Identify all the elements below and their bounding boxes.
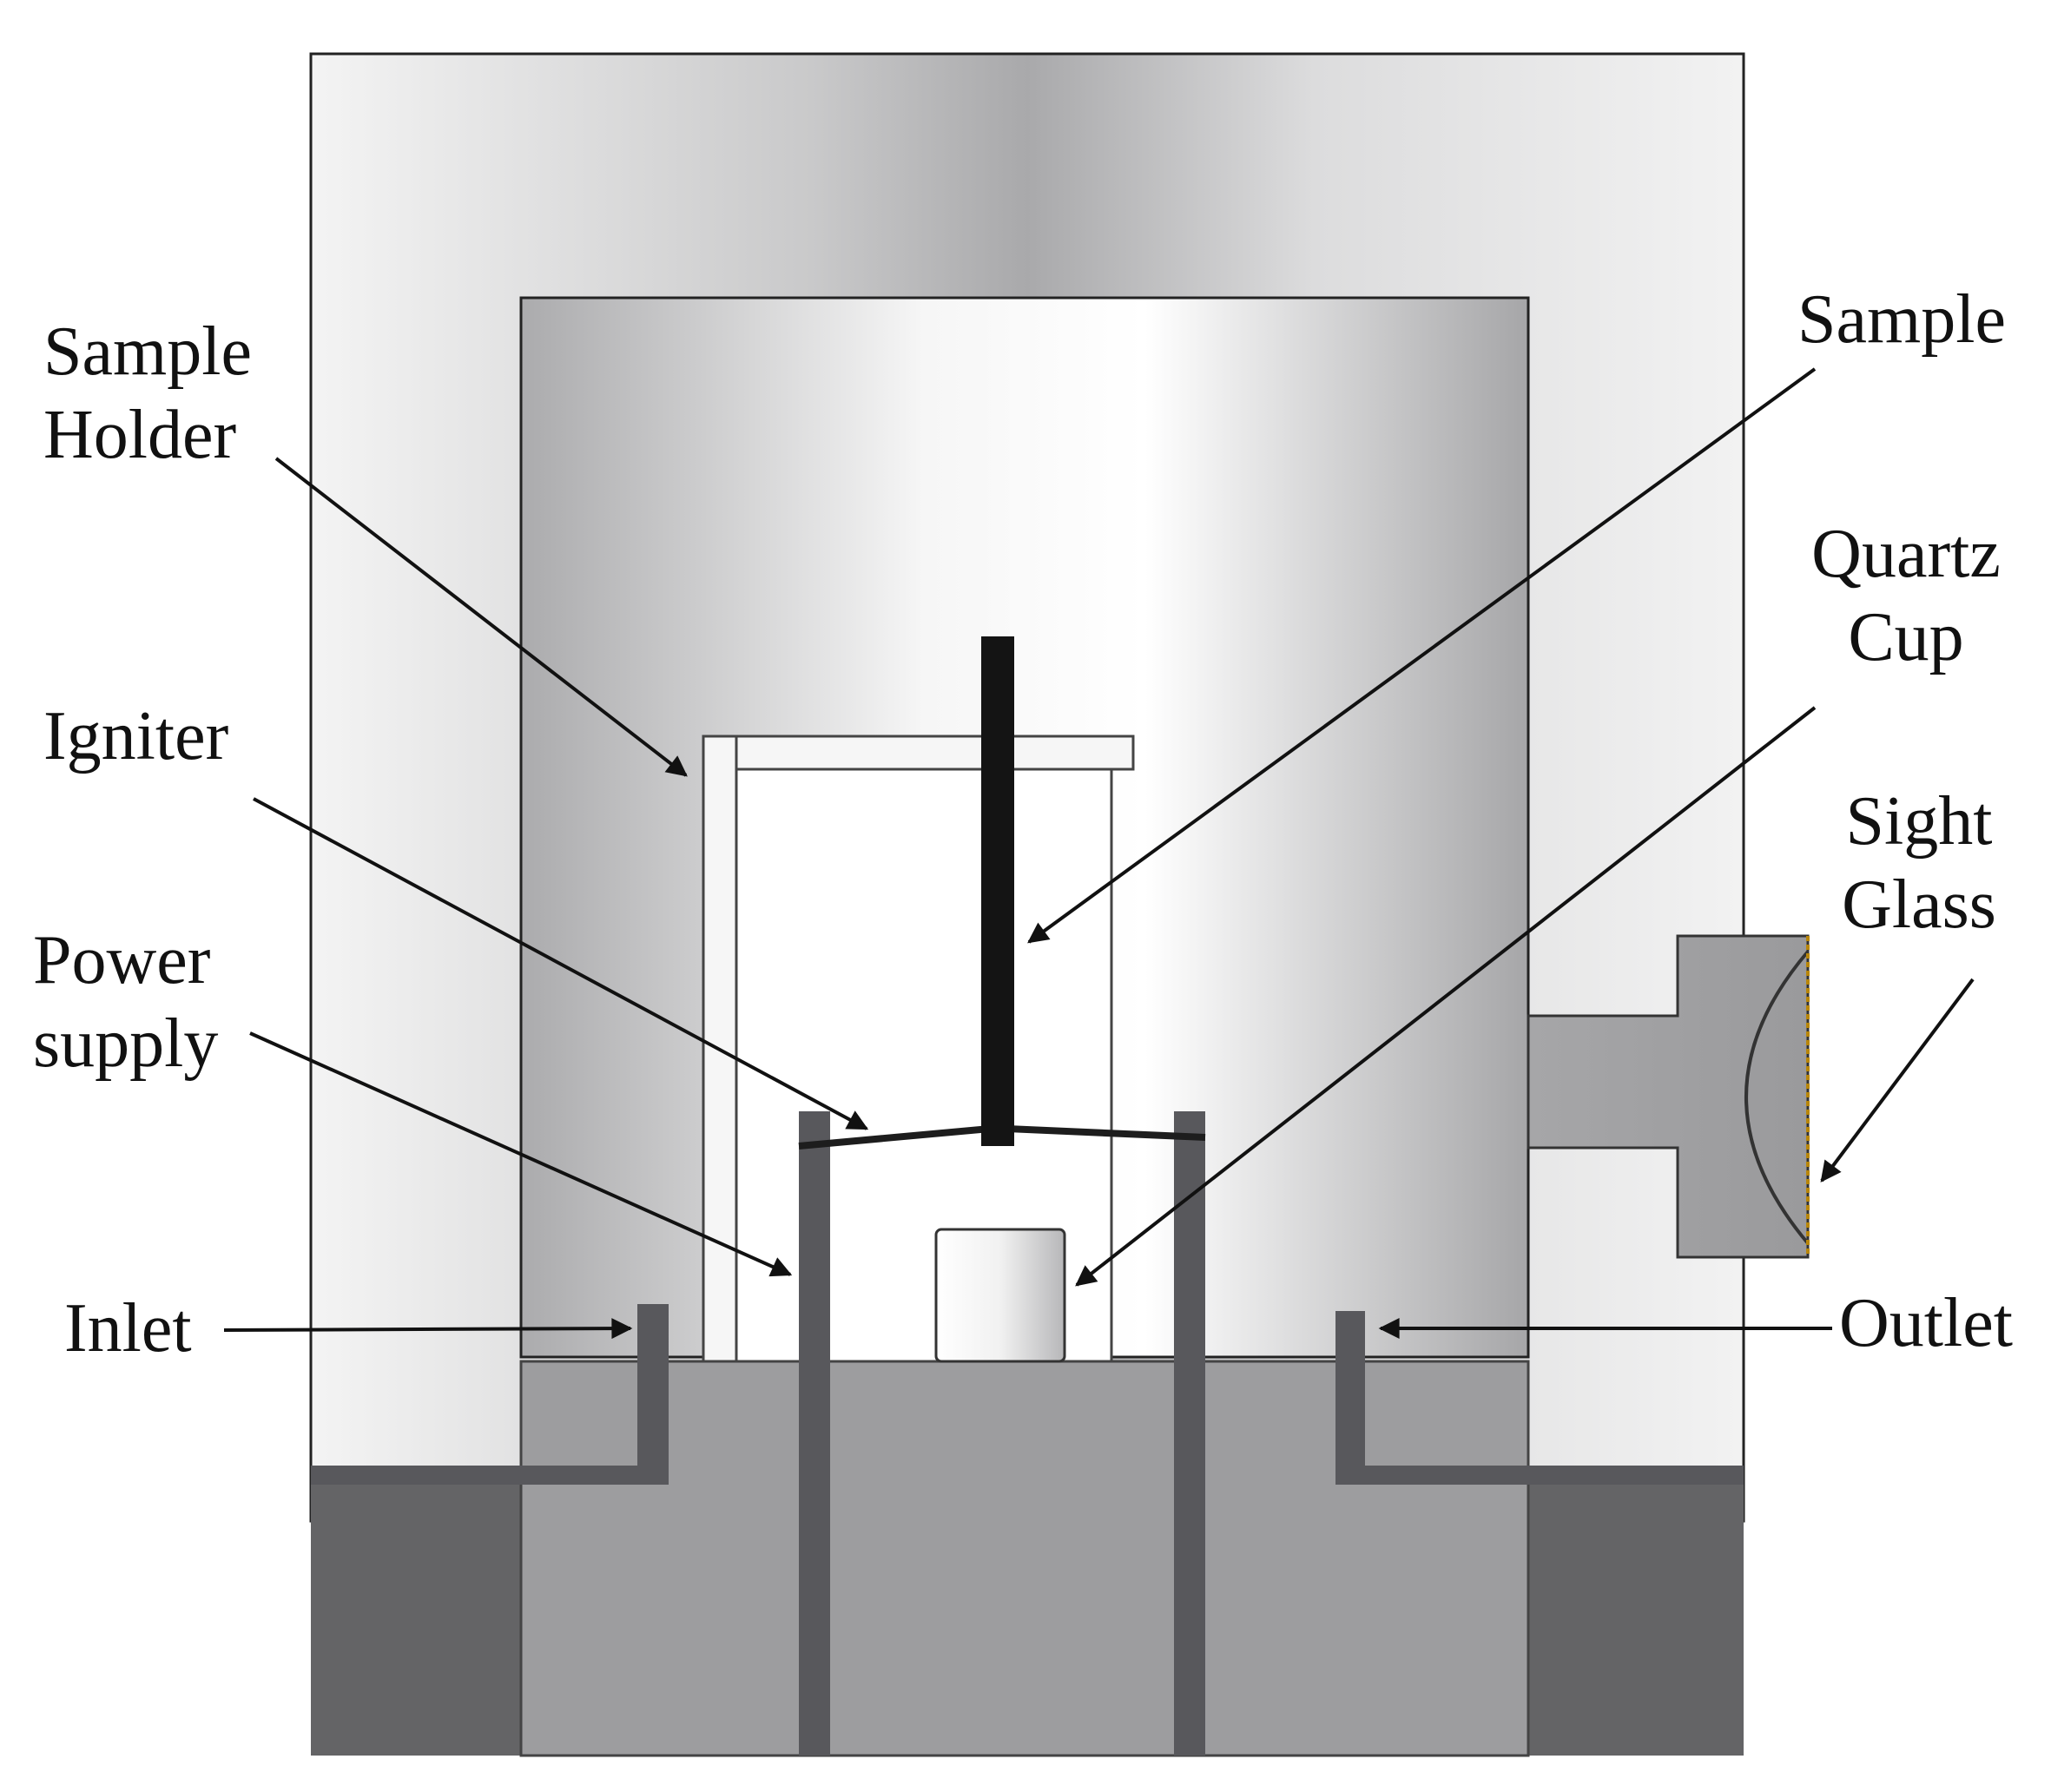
label-quartz-cup: Quartz Cup xyxy=(1780,512,2032,679)
inlet-pipe xyxy=(521,1304,669,1485)
outlet-pipe xyxy=(1335,1311,1528,1485)
sample-arrow xyxy=(1027,367,1817,944)
label-sample: Sample xyxy=(1797,281,2006,358)
label-sample-holder: Sample Holder xyxy=(43,310,252,477)
label-sight-glass: Sight Glass xyxy=(1797,780,2041,946)
label-igniter: Igniter xyxy=(43,698,229,774)
sample-holder-frame xyxy=(702,735,1135,771)
sight-glass-arrow xyxy=(1820,978,1975,1183)
label-outlet: Outlet xyxy=(1839,1285,2013,1361)
sight-glass-lens xyxy=(1744,950,1810,1245)
quartz-cup-arrow xyxy=(1075,706,1817,1287)
sample-rod xyxy=(981,636,1014,1146)
sight-glass-housing xyxy=(1527,934,1810,1259)
label-power-supply-line2: supply xyxy=(33,1005,219,1082)
sample-holder-arrow xyxy=(274,457,688,777)
label-inlet: Inlet xyxy=(64,1290,192,1367)
label-sight-glass-line2: Glass xyxy=(1842,866,1996,943)
label-power-supply-line1: Power xyxy=(33,922,211,998)
left-electrode xyxy=(799,1111,830,1756)
igniter-arrow xyxy=(253,797,869,1130)
label-sample-holder-line1: Sample xyxy=(43,313,252,390)
label-sample-holder-line2: Holder xyxy=(43,397,237,473)
power-supply-arrow xyxy=(249,1031,793,1277)
label-quartz-cup-line2: Cup xyxy=(1848,599,1964,675)
label-quartz-cup-line1: Quartz xyxy=(1811,516,2001,592)
right-electrode xyxy=(1174,1111,1205,1756)
label-sight-glass-line1: Sight xyxy=(1845,783,1993,860)
base-block xyxy=(519,1360,1530,1757)
inlet-arrow xyxy=(223,1318,633,1340)
label-power-supply: Power supply xyxy=(33,919,218,1085)
quartz-cup xyxy=(934,1228,1066,1363)
